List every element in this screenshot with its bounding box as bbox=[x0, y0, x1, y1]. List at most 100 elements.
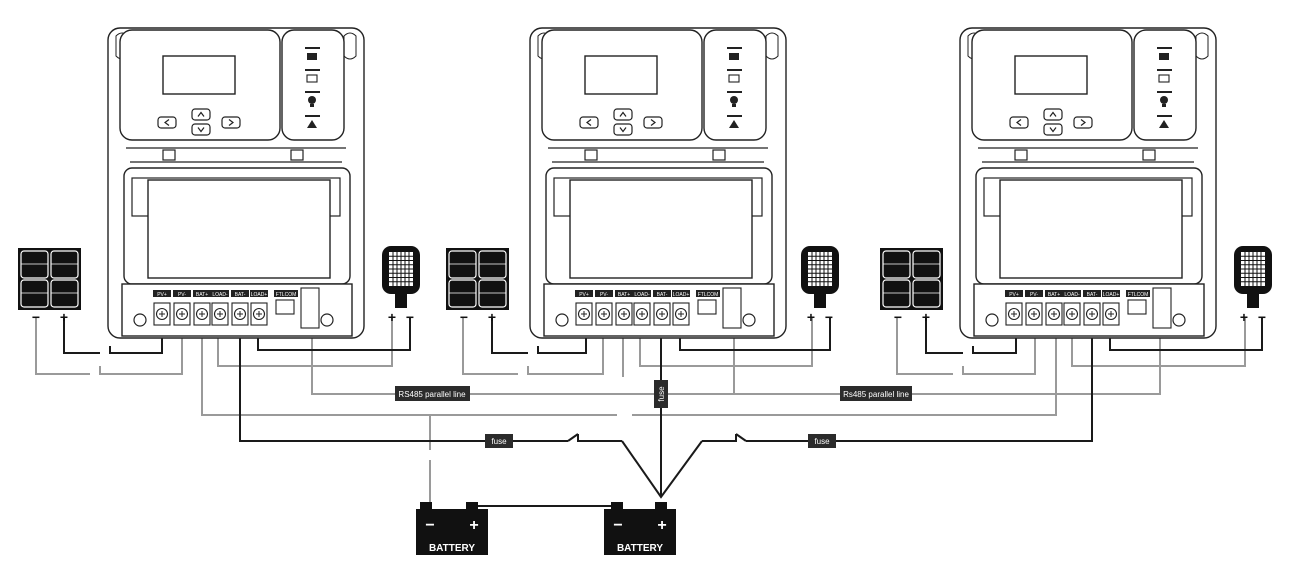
rs485-port[interactable] bbox=[300, 287, 320, 329]
battery-1-pos: + bbox=[469, 517, 478, 534]
wire-bat-pos-1 bbox=[201, 322, 1057, 416]
up-button[interactable] bbox=[613, 108, 633, 121]
left-button[interactable] bbox=[1009, 116, 1029, 129]
right-chevron-icon bbox=[228, 119, 234, 126]
terminal-label: PV+ bbox=[579, 292, 589, 298]
indicator-panel bbox=[703, 29, 767, 141]
terminal-label: BAT+ bbox=[1048, 292, 1060, 298]
terminal-label: PV+ bbox=[1009, 292, 1019, 298]
left-button[interactable] bbox=[579, 116, 599, 129]
up-chevron-icon bbox=[1049, 111, 1057, 117]
down-button[interactable] bbox=[191, 123, 211, 136]
ground-screw bbox=[742, 313, 756, 327]
fuse-marks bbox=[567, 421, 747, 442]
terminal-bat-neg: BAT- bbox=[231, 290, 249, 326]
lcd-screen bbox=[162, 55, 236, 95]
lamp-pos-sign: + bbox=[1240, 309, 1248, 325]
terminal-load-negpos: LOAD+ bbox=[250, 290, 268, 326]
right-button[interactable] bbox=[1073, 116, 1093, 129]
fuse-break-right bbox=[735, 433, 747, 442]
terminal-label: PV- bbox=[1030, 292, 1038, 298]
down-button[interactable] bbox=[613, 123, 633, 136]
terminal-load-neg: LOAD- bbox=[633, 290, 651, 326]
fuse-label-left: fuse bbox=[485, 434, 513, 448]
lamp-pos-sign: + bbox=[807, 309, 815, 325]
up-button[interactable] bbox=[1043, 108, 1063, 121]
led-lamp-2: +− bbox=[801, 246, 839, 325]
terminal-label: PV- bbox=[178, 292, 186, 298]
right-button[interactable] bbox=[221, 116, 241, 129]
ftlcom-port[interactable]: FTLCOM bbox=[696, 290, 720, 315]
display-mode-icon bbox=[1159, 53, 1169, 60]
panel-pos-sign: + bbox=[488, 309, 496, 325]
battery-2: − + BATTERY bbox=[604, 502, 676, 555]
panel-cell bbox=[478, 279, 507, 308]
panel-neg-sign: − bbox=[894, 309, 902, 325]
terminal-load-negpos: LOAD+ bbox=[1102, 290, 1120, 326]
battery-status-icon bbox=[306, 74, 318, 83]
terminal-pv-neg: PV- bbox=[595, 290, 613, 326]
right-chevron-icon bbox=[650, 119, 656, 126]
down-button[interactable] bbox=[1043, 123, 1063, 136]
terminal-label: LOAD+ bbox=[673, 292, 690, 298]
terminal-bat-negpos: BAT+ bbox=[615, 290, 633, 326]
wire-bat-neg-1 bbox=[239, 322, 622, 442]
terminal-bat-negpos: BAT+ bbox=[1045, 290, 1063, 326]
load-bulb-icon bbox=[308, 96, 316, 107]
ftlcom-port[interactable]: FTLCOM bbox=[274, 290, 298, 315]
lamp-stem bbox=[814, 294, 826, 308]
latch bbox=[1014, 149, 1028, 161]
terminal-label: PV+ bbox=[157, 292, 167, 298]
charge-controller-3: PV+ PV- BAT+ LOAD-BAT-LOAD+ FTLCOM bbox=[959, 27, 1217, 339]
panel-cell bbox=[882, 279, 911, 308]
panel-neg-sign: − bbox=[32, 309, 40, 325]
terminal-pv-negpos: PV+ bbox=[1005, 290, 1023, 326]
solar-panel-2: −+ bbox=[446, 248, 509, 325]
rs485-label-left: RS485 parallel line bbox=[395, 386, 470, 401]
solar-panel-1: −+ bbox=[18, 248, 81, 325]
ftlcom-label: FTLCOM bbox=[1128, 292, 1149, 298]
terminal-label: LOAD+ bbox=[251, 292, 268, 298]
terminal-bat-neg: BAT- bbox=[653, 290, 671, 326]
left-button[interactable] bbox=[157, 116, 177, 129]
fuse-label-right: fuse bbox=[808, 434, 836, 448]
rs485-port[interactable] bbox=[722, 287, 742, 329]
panel-cell bbox=[20, 279, 49, 308]
right-button[interactable] bbox=[643, 116, 663, 129]
battery-2-label: BATTERY bbox=[617, 543, 663, 554]
terminal-pv-neg: PV- bbox=[1025, 290, 1043, 326]
warning-icon bbox=[1159, 120, 1169, 128]
display-mode-icon bbox=[307, 53, 317, 60]
black-wiring bbox=[63, 318, 1263, 507]
ground-screw bbox=[985, 313, 999, 327]
battery-2-neg: − bbox=[613, 517, 622, 534]
panel-cell bbox=[20, 250, 49, 279]
led-lamp-1: +− bbox=[382, 246, 420, 325]
terminal-bat-neg: BAT- bbox=[1083, 290, 1101, 326]
terminal-load-neg: LOAD- bbox=[1063, 290, 1081, 326]
up-button[interactable] bbox=[191, 108, 211, 121]
terminal-label: BAT- bbox=[235, 292, 246, 298]
terminal-load-negpos: LOAD+ bbox=[672, 290, 690, 326]
wire-bat-neg-3 bbox=[702, 322, 1093, 442]
latch bbox=[712, 149, 726, 161]
lamp-stem bbox=[1247, 294, 1259, 308]
battery-status-icon bbox=[728, 74, 740, 83]
rs485-label-right-text: Rs485 parallel line bbox=[843, 390, 909, 399]
rs485-port[interactable] bbox=[1152, 287, 1172, 329]
ground-screw bbox=[555, 313, 569, 327]
right-chevron-icon bbox=[1080, 119, 1086, 126]
indicator-panel bbox=[1133, 29, 1197, 141]
ftlcom-port[interactable]: FTLCOM bbox=[1126, 290, 1150, 315]
terminal-label: LOAD- bbox=[1064, 292, 1080, 298]
terminal-label: LOAD+ bbox=[1103, 292, 1120, 298]
terminal-label: LOAD- bbox=[212, 292, 228, 298]
panel-cell bbox=[882, 250, 911, 279]
warning-icon bbox=[307, 120, 317, 128]
lamp-neg-sign: − bbox=[406, 309, 414, 325]
panel-neg-sign: − bbox=[460, 309, 468, 325]
mount-hole bbox=[343, 32, 357, 60]
latch bbox=[290, 149, 304, 161]
